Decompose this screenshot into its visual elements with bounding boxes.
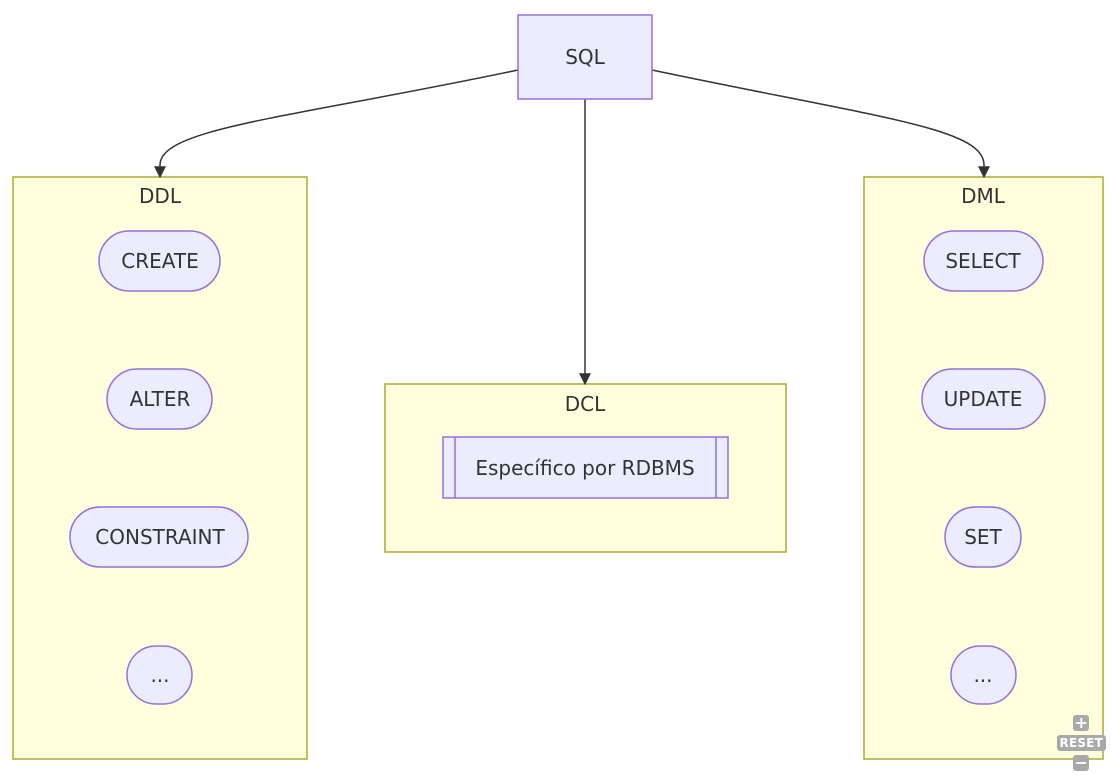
node-dml-set-label: SET	[964, 525, 1002, 549]
node-ddl-constraint: CONSTRAINT	[69, 506, 249, 568]
node-ddl-alter: ALTER	[106, 368, 213, 430]
edge-sql-to-ddl	[154, 69, 519, 179]
node-ddl-create-label: CREATE	[121, 249, 198, 273]
node-dcl-specific-label: Específico por RDBMS	[475, 456, 694, 480]
node-ddl-create: CREATE	[98, 230, 221, 292]
node-ddl-more-label: ...	[150, 663, 169, 687]
cluster-ddl-title: DDL	[139, 184, 182, 208]
node-sql: SQL	[517, 14, 653, 100]
node-dcl-specific: Específico por RDBMS	[442, 436, 729, 499]
zoom-out-button[interactable]: −	[1073, 753, 1090, 772]
node-dml-more: ...	[950, 645, 1017, 705]
node-ddl-more: ...	[126, 645, 193, 705]
node-dml-set: SET	[944, 506, 1022, 568]
node-dml-update: UPDATE	[921, 368, 1046, 430]
edge-sql-to-dml	[651, 69, 990, 179]
node-dml-update-label: UPDATE	[944, 387, 1023, 411]
node-dml-more-label: ...	[973, 663, 992, 687]
node-ddl-constraint-label: CONSTRAINT	[95, 525, 225, 549]
cluster-dml-title: DML	[961, 184, 1006, 208]
zoom-controls: + RESET −	[1056, 713, 1106, 772]
cluster-dcl-title: DCL	[565, 392, 606, 416]
reset-button[interactable]: RESET	[1056, 735, 1106, 751]
zoom-in-button[interactable]: +	[1073, 713, 1090, 732]
node-dml-select: SELECT	[923, 230, 1044, 292]
node-ddl-alter-label: ALTER	[130, 387, 191, 411]
node-dml-select-label: SELECT	[945, 249, 1021, 273]
node-sql-label: SQL	[565, 45, 605, 69]
